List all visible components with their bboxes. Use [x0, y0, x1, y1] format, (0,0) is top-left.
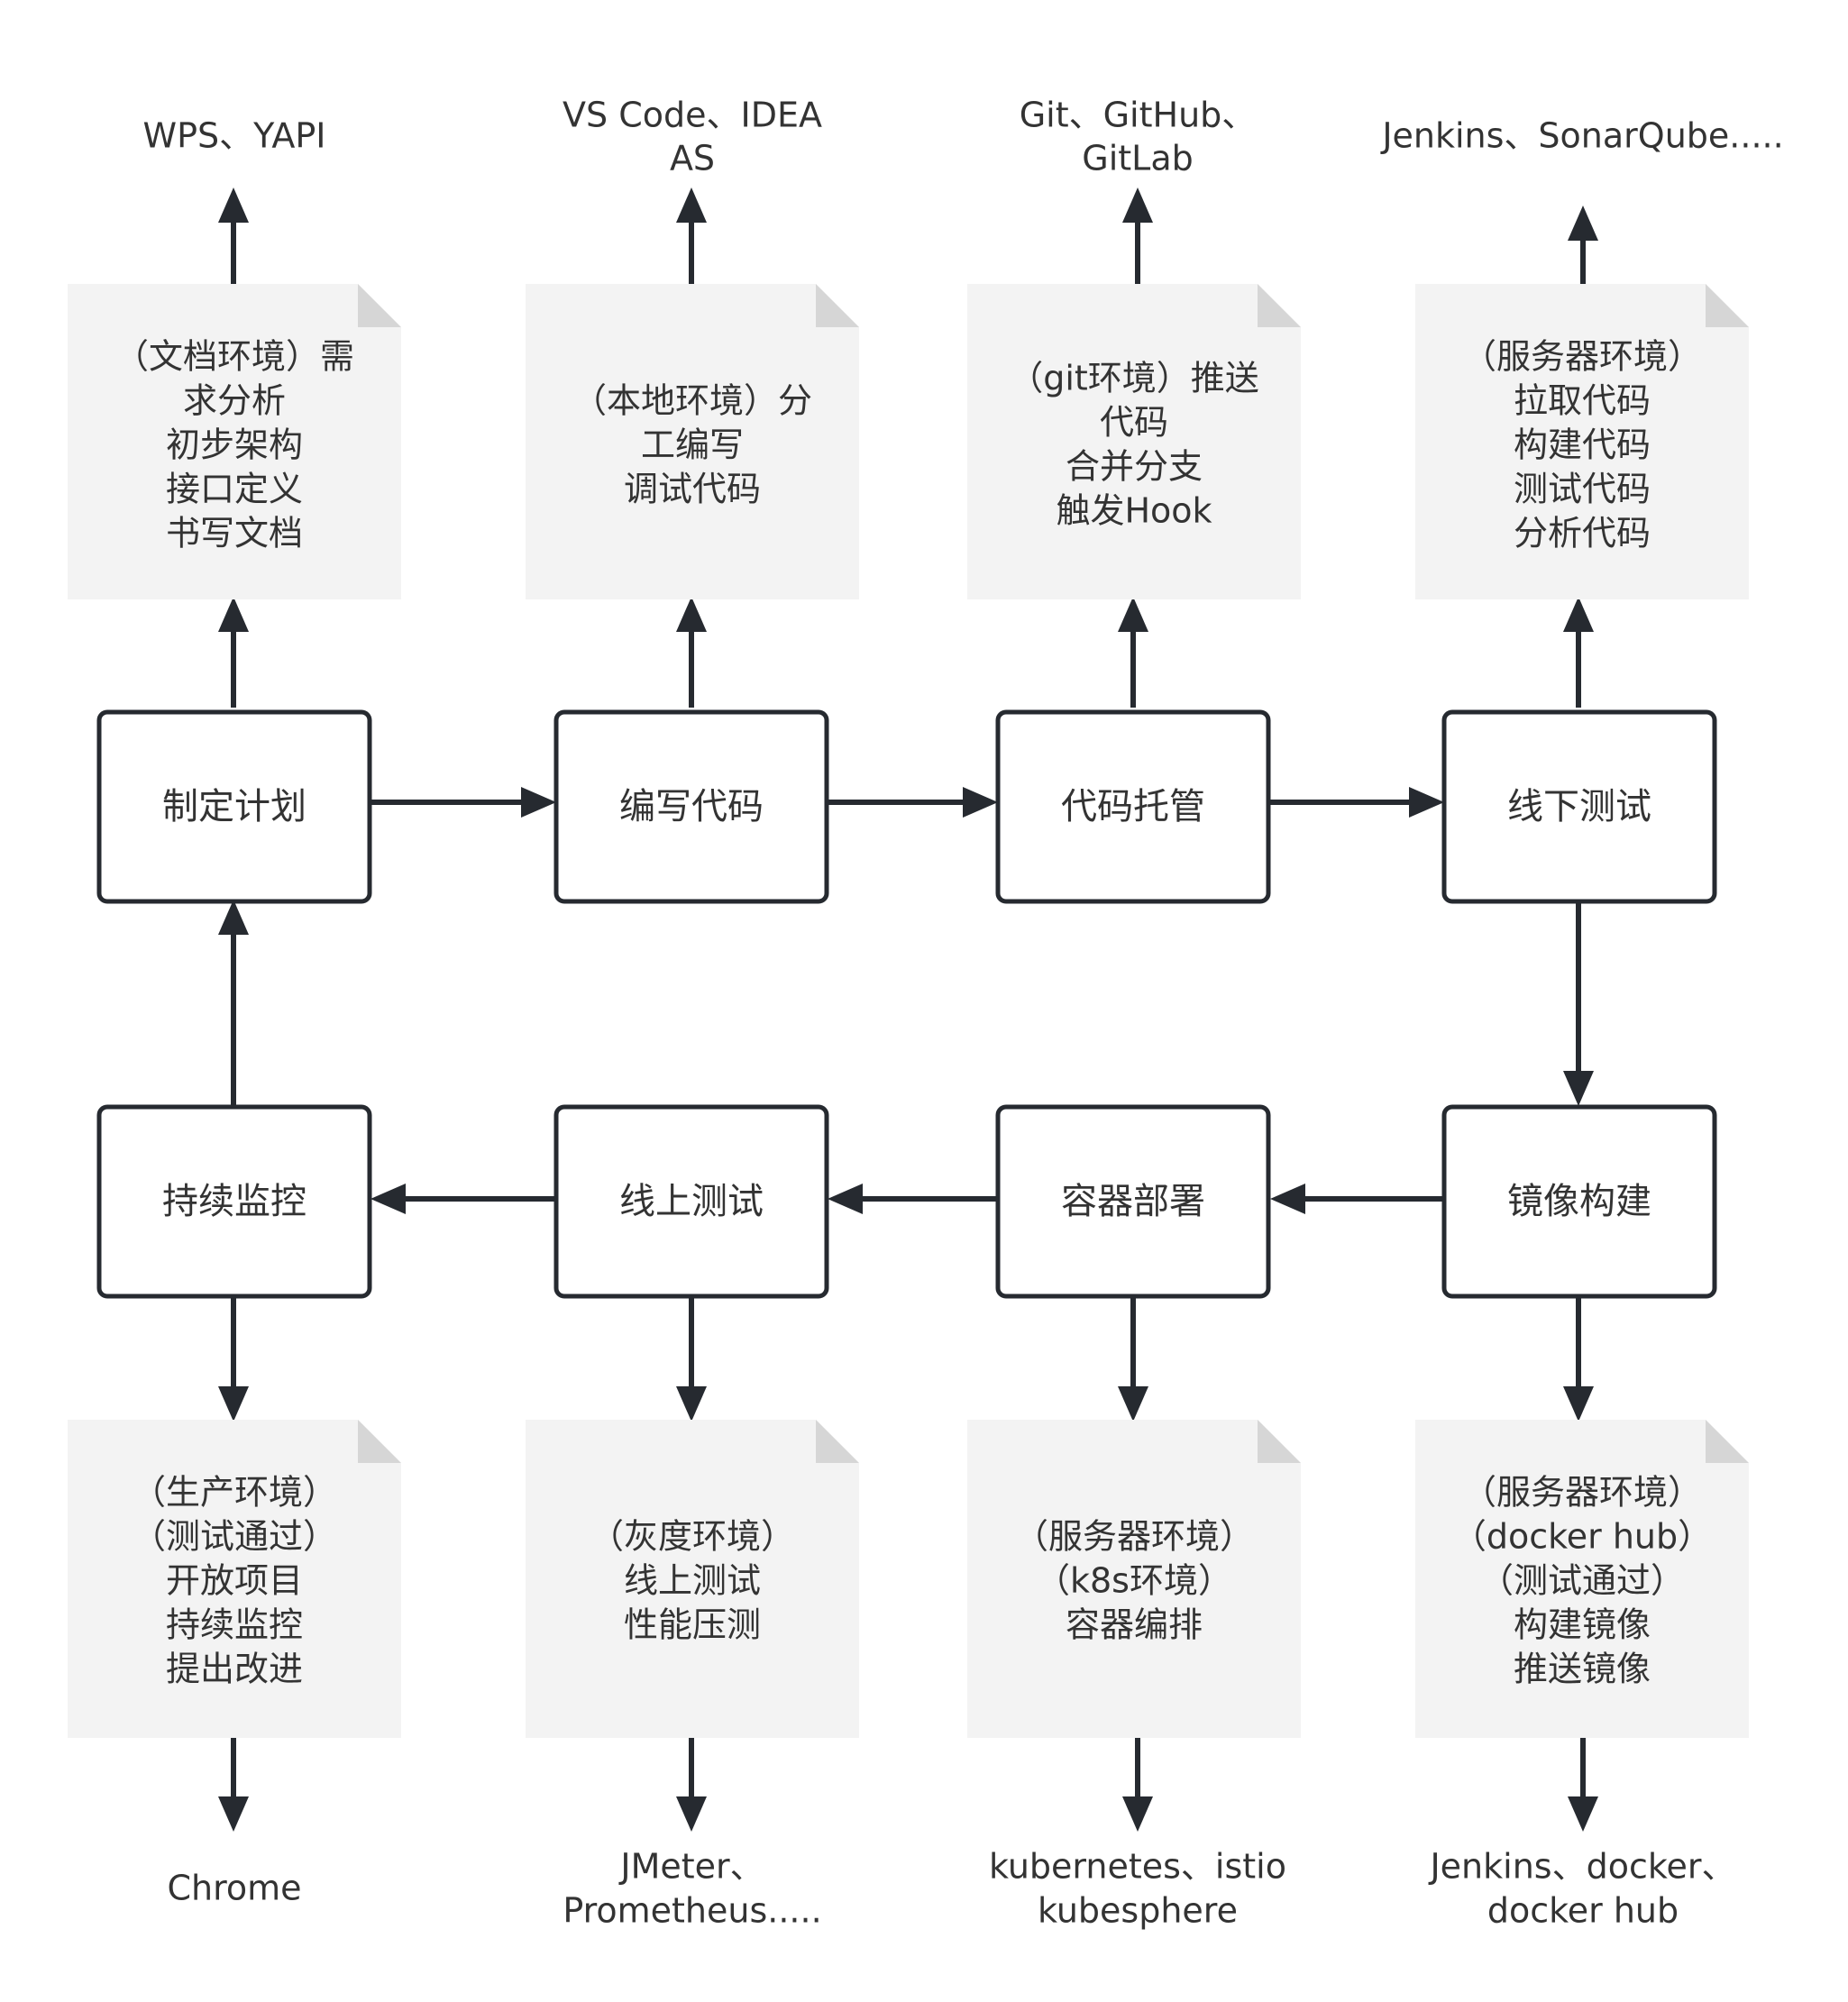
tools-online-test: Prometheus..... — [563, 1891, 821, 1931]
note-plan-line: 求分析 — [183, 381, 286, 421]
arrowhead — [676, 187, 707, 223]
stage-deploy-label: 容器部署 — [1061, 1181, 1205, 1222]
arrowhead — [1563, 1386, 1594, 1422]
note-hosting: （git环境）推送 代码 合并分支 触发Hook — [967, 284, 1301, 599]
tools-plan: WPS、YAPI — [143, 116, 326, 156]
note-hosting-line: （git环境）推送 — [1009, 359, 1259, 398]
note-online-test-line: 线上测试 — [624, 1561, 761, 1601]
arrowhead — [218, 597, 249, 632]
note-monitor-line: （测试通过） — [132, 1517, 337, 1557]
tools-image-build: Jenkins、docker、 — [1428, 1847, 1735, 1887]
note-image-build-line: （服务器环境） — [1462, 1473, 1702, 1513]
arrowhead — [1118, 1386, 1148, 1422]
arrowhead — [1122, 187, 1153, 223]
arrowhead — [676, 1796, 707, 1832]
note-online-test: （灰度环境） 线上测试 性能压测 — [526, 1420, 859, 1738]
tools-online-test: JMeter、 — [618, 1847, 764, 1887]
arrowhead — [676, 1386, 707, 1422]
note-image-build-line: （测试通过） — [1479, 1561, 1685, 1601]
note-offline-test-line: （服务器环境） — [1462, 337, 1702, 377]
note-offline-test-line: 分析代码 — [1514, 514, 1651, 553]
arrowhead — [1568, 206, 1598, 241]
stage-deploy: 容器部署 — [995, 1104, 1271, 1299]
note-plan-line: 初步架构 — [166, 425, 303, 465]
tools-code: AS — [670, 139, 715, 178]
note-online-test-line: 性能压测 — [624, 1605, 761, 1645]
arrowhead — [1270, 1184, 1305, 1214]
arrowhead — [828, 1184, 863, 1214]
note-hosting-line: 代码 — [1100, 403, 1168, 443]
note-deploy-line: （k8s环境） — [1036, 1561, 1232, 1601]
stage-nodes: 制定计划 编写代码 代码托管 线下测试 持续监控 线上测试 容器部署 镜像构 — [96, 709, 1717, 1299]
note-image-build: （服务器环境） （docker hub） （测试通过） 构建镜像 推送镜像 — [1415, 1420, 1749, 1738]
tools-hosting: GitLab — [1082, 139, 1193, 178]
note-deploy-line: （服务器环境） — [1014, 1517, 1254, 1557]
stage-hosting: 代码托管 — [995, 709, 1271, 904]
note-nodes: （文档环境）需 求分析 初步架构 接口定义 书写文档 （本地环境）分 工编写 调… — [68, 284, 1749, 1738]
note-plan: （文档环境）需 求分析 初步架构 接口定义 书写文档 — [68, 284, 401, 599]
note-online-test-line: （灰度环境） — [590, 1517, 795, 1557]
note-monitor-line: （生产环境） — [132, 1473, 337, 1513]
note-code-line: 工编写 — [641, 425, 744, 465]
note-offline-test-line: 构建代码 — [1514, 425, 1651, 465]
tools-image-build: docker hub — [1487, 1891, 1679, 1931]
note-monitor-line: 开放项目 — [166, 1561, 303, 1601]
note-image-build-line: 推送镜像 — [1514, 1650, 1651, 1689]
stage-online-test: 线上测试 — [553, 1104, 829, 1299]
stage-hosting-label: 代码托管 — [1061, 786, 1205, 827]
stage-image-build: 镜像构建 — [1441, 1104, 1717, 1299]
arrowhead — [218, 900, 249, 935]
arrowhead — [218, 1386, 249, 1422]
note-image-build-line: （docker hub） — [1452, 1517, 1712, 1557]
stage-monitor: 持续监控 — [96, 1104, 372, 1299]
arrowhead — [1568, 1796, 1598, 1832]
stage-offline-test-label: 线下测试 — [1507, 786, 1651, 827]
arrowhead — [1563, 1071, 1594, 1106]
note-offline-test-line: 测试代码 — [1514, 470, 1651, 509]
note-monitor: （生产环境） （测试通过） 开放项目 持续监控 提出改进 — [68, 1420, 401, 1738]
note-offline-test-line: 拉取代码 — [1514, 381, 1651, 421]
arrowhead — [1122, 1796, 1153, 1832]
arrowhead — [521, 787, 556, 818]
note-image-build-line: 构建镜像 — [1514, 1605, 1651, 1645]
stage-offline-test: 线下测试 — [1441, 709, 1717, 904]
arrowhead — [371, 1184, 406, 1214]
tools-deploy: kubesphere — [1038, 1891, 1238, 1931]
stage-online-test-label: 线上测试 — [619, 1181, 764, 1222]
stage-plan: 制定计划 — [96, 709, 372, 904]
stage-plan-label: 制定计划 — [162, 786, 306, 827]
note-code-line: 调试代码 — [624, 470, 761, 509]
note-code-line: （本地环境）分 — [572, 381, 812, 421]
note-deploy-line: 容器编排 — [1066, 1605, 1203, 1645]
note-plan-line: （文档环境）需 — [114, 337, 354, 377]
note-deploy: （服务器环境） （k8s环境） 容器编排 — [967, 1420, 1301, 1738]
edges — [218, 187, 1598, 1832]
note-code: （本地环境）分 工编写 调试代码 — [526, 284, 859, 599]
arrowhead — [218, 187, 249, 223]
note-monitor-line: 持续监控 — [166, 1605, 303, 1645]
stage-image-build-label: 镜像构建 — [1507, 1181, 1651, 1222]
arrowhead — [218, 1796, 249, 1832]
tools-deploy: kubernetes、istio — [989, 1847, 1286, 1887]
tools-monitor: Chrome — [167, 1869, 301, 1908]
stage-monitor-label: 持续监控 — [162, 1181, 306, 1222]
tools-code: VS Code、IDEA — [563, 96, 822, 135]
arrowhead — [1563, 597, 1594, 632]
note-offline-test: （服务器环境） 拉取代码 构建代码 测试代码 分析代码 — [1415, 284, 1749, 599]
arrowhead — [963, 787, 998, 818]
note-plan-line: 书写文档 — [166, 514, 303, 553]
tools-offline-test: Jenkins、SonarQube..... — [1380, 116, 1783, 156]
note-monitor-line: 提出改进 — [166, 1650, 303, 1689]
note-hosting-line: 触发Hook — [1056, 491, 1212, 531]
arrowhead — [1409, 787, 1444, 818]
stage-code-label: 编写代码 — [619, 786, 764, 827]
arrowhead — [1118, 597, 1148, 632]
stage-code: 编写代码 — [553, 709, 829, 904]
note-plan-line: 接口定义 — [166, 470, 303, 509]
arrowhead — [676, 597, 707, 632]
tools-hosting: Git、GitHub、 — [1020, 96, 1257, 135]
tool-labels: WPS、YAPI VS Code、IDEA AS Git、GitHub、 Git… — [143, 96, 1784, 1931]
note-hosting-line: 合并分支 — [1066, 447, 1203, 487]
